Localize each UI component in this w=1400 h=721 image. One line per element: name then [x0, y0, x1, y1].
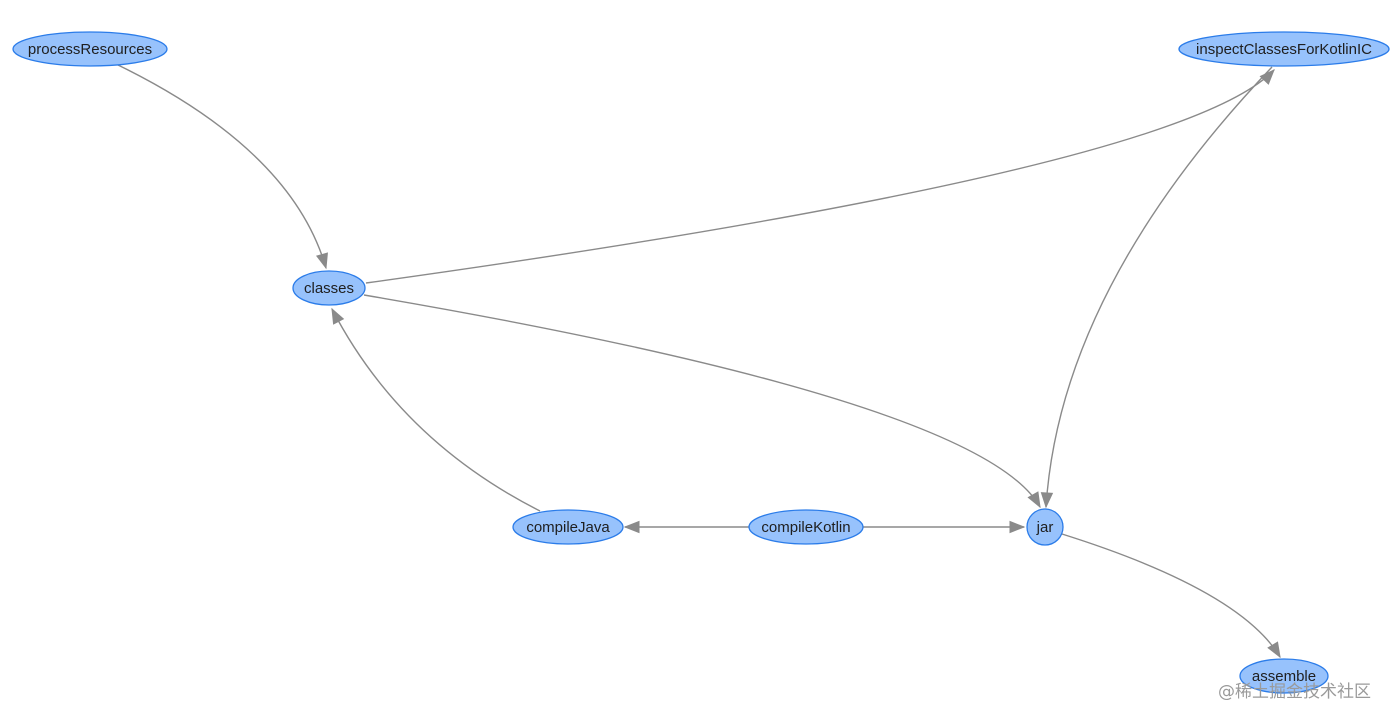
- edge-compileJava-to-classes: [331, 307, 541, 512]
- node-label: jar: [1036, 519, 1054, 536]
- node-shape: [748, 509, 864, 545]
- node-label: inspectClassesForKotlinIC: [1196, 41, 1372, 58]
- node-compileJava[interactable]: compileJava: [512, 509, 624, 545]
- edge-jar-to-assemble: [1061, 533, 1281, 659]
- edge-arrowhead: [331, 307, 345, 325]
- node-shape: [292, 270, 366, 306]
- edge-inspectClassesForKotlinIC-to-jar: [1040, 66, 1273, 509]
- edge-classes-to-jar: [363, 294, 1041, 509]
- edge-line: [1045, 66, 1273, 508]
- node-label: compileKotlin: [761, 519, 850, 536]
- edge-arrowhead: [1009, 520, 1026, 534]
- node-processResources[interactable]: processResources: [12, 31, 168, 67]
- node-classes[interactable]: classes: [292, 270, 366, 306]
- nodes-layer: processResources inspectClassesForKotlinI…: [12, 31, 1390, 694]
- node-shape: [512, 509, 624, 545]
- watermark-text: @稀土掘金技术社区: [1218, 682, 1371, 702]
- edge-compileKotlin-to-compileJava: [623, 520, 749, 534]
- node-inspectClassesForKotlinIC[interactable]: inspectClassesForKotlinIC: [1178, 31, 1390, 67]
- node-label: classes: [304, 280, 354, 297]
- edge-arrowhead: [1027, 491, 1041, 509]
- edge-processResources-to-classes: [117, 64, 328, 270]
- node-assemble[interactable]: assemble: [1239, 658, 1329, 694]
- node-shape: [1026, 508, 1064, 546]
- edge-arrowhead: [1267, 641, 1281, 659]
- edge-line: [363, 294, 1041, 508]
- node-label: assemble: [1252, 668, 1316, 685]
- edge-arrowhead: [315, 252, 328, 270]
- edge-line: [331, 308, 541, 512]
- edge-line: [1061, 533, 1281, 658]
- node-shape: [12, 31, 168, 67]
- node-shape: [1239, 658, 1329, 694]
- edge-compileKotlin-to-jar: [863, 520, 1026, 534]
- edge-classes-to-inspectClassesForKotlinIC: [365, 69, 1275, 284]
- edges-layer: [117, 64, 1281, 659]
- edge-line: [365, 69, 1275, 284]
- node-label: compileJava: [526, 519, 610, 536]
- edge-arrowhead: [1040, 492, 1054, 509]
- node-shape: [1178, 31, 1390, 67]
- edge-line: [117, 64, 327, 269]
- node-jar[interactable]: jar: [1026, 508, 1064, 546]
- node-compileKotlin[interactable]: compileKotlin: [748, 509, 864, 545]
- edge-arrowhead: [1259, 69, 1275, 85]
- edge-arrowhead: [623, 520, 640, 534]
- node-label: processResources: [28, 41, 152, 58]
